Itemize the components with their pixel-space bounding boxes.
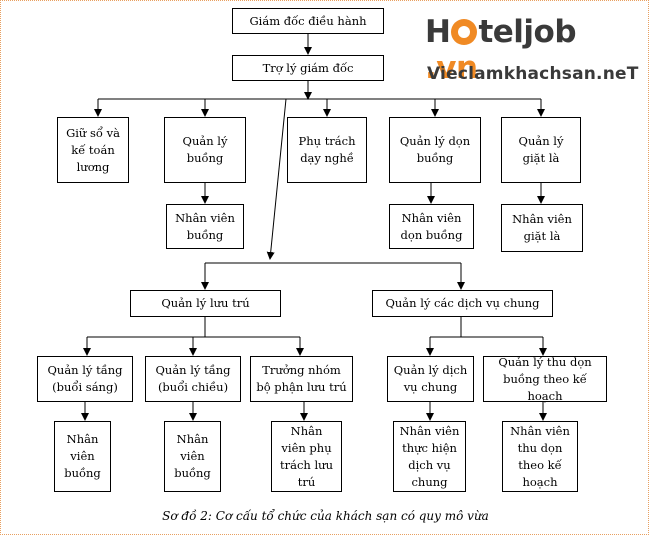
logo-o-circle-icon (451, 19, 478, 45)
node-housekeeping-staff: Nhân viên thu dọn theo kế hoạch (502, 421, 578, 492)
node-laundry-staff: Nhân viên giặt là (501, 204, 583, 252)
node-assistant-director: Trợ lý giám đốc (232, 55, 384, 81)
node-floor-manager-morning: Quản lý tầng (buổi sáng) (37, 356, 133, 402)
node-staff-morning: Nhân viên buồng (54, 421, 111, 492)
node-bookkeeping: Giữ sổ và kế toán lương (57, 117, 129, 183)
node-cleaning-staff: Nhân viên dọn buồng (389, 204, 474, 249)
node-lodging-team-lead: Trưởng nhóm bộ phận lưu trú (250, 356, 353, 402)
node-service-manager: Quản lý dịch vụ chung (387, 356, 474, 402)
node-room-staff: Nhân viên buồng (166, 204, 244, 249)
node-cleaning-manager: Quản lý dọn buồng (389, 117, 481, 183)
node-general-manager: Giám đốc điều hành (232, 8, 384, 34)
node-lodging-manager: Quản lý lưu trú (130, 290, 281, 317)
node-laundry-manager: Quản lý giặt là (501, 117, 581, 183)
node-service-staff: Nhân viên thực hiện dịch vụ chung (393, 421, 466, 492)
diagram-caption: Sơ đồ 2: Cơ cấu tổ chức của khách sạn có… (162, 509, 489, 523)
connector-trunk-diagonal (266, 98, 287, 260)
node-services-manager: Quản lý các dịch vụ chung (372, 290, 553, 317)
node-staff-afternoon: Nhân viên buồng (164, 421, 221, 492)
logo-text-vn: .vn (425, 50, 478, 86)
node-floor-manager-afternoon: Quản lý tầng (buổi chiều) (145, 356, 241, 402)
node-room-manager: Quản lý buồng (164, 117, 246, 183)
logo-subtitle: Vieclamkhachsan.neT (427, 64, 639, 84)
node-lodging-staff: Nhân viên phụ trách lưu trú (271, 421, 342, 492)
logo-text-teljob: teljob (478, 14, 577, 50)
logo-text-h: H (425, 14, 451, 50)
node-housekeeping-plan-manager: Quản lý thu dọn buồng theo kế hoạch (483, 355, 607, 403)
node-training: Phụ trách dạy nghề (287, 117, 367, 183)
